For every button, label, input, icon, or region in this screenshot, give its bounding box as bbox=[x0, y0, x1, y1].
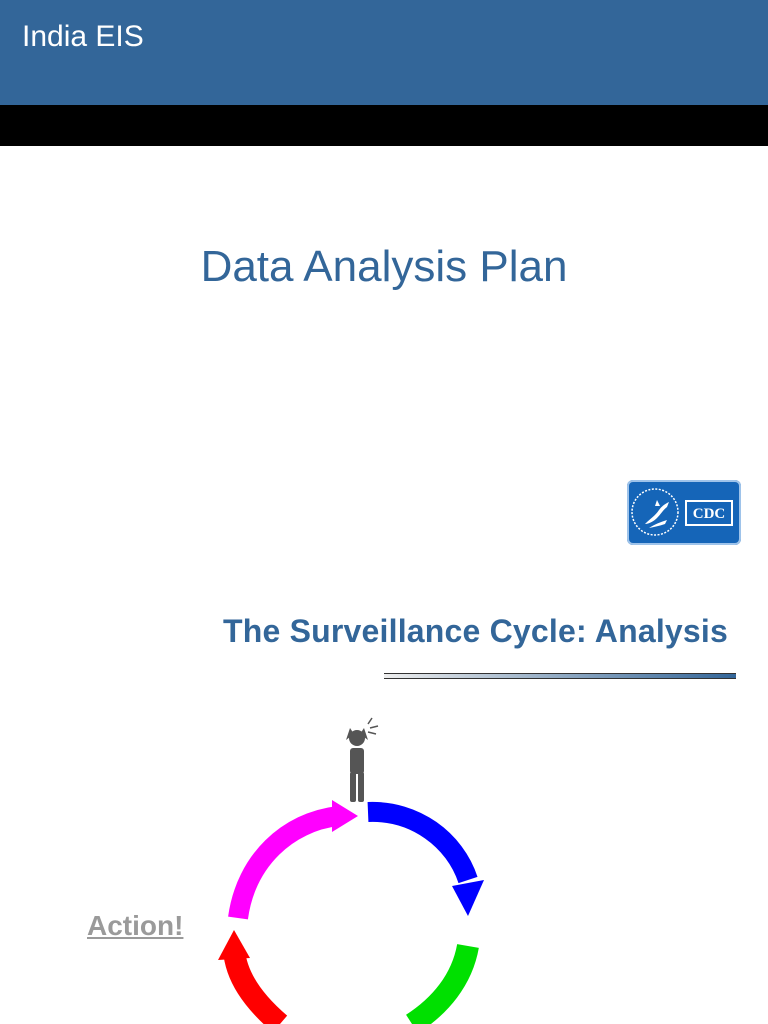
slide-surveillance-cycle: The Surveillance Cycle: Analysis Action! bbox=[0, 560, 768, 1024]
cycle-arrow-green bbox=[405, 943, 479, 1024]
slide-title: Data Analysis Plan bbox=[200, 242, 568, 291]
cdc-logo-icon: CDC bbox=[627, 480, 741, 545]
surveillance-cycle-diagram bbox=[218, 717, 484, 1024]
cycle-arrow-red bbox=[223, 948, 288, 1024]
header-title: India EIS bbox=[22, 20, 144, 53]
cycle-arrow-blue bbox=[367, 801, 478, 884]
cdc-logo-text: CDC bbox=[693, 506, 726, 522]
cycle-arrow-magenta bbox=[228, 806, 340, 920]
header-divider-band bbox=[0, 105, 768, 146]
stressed-person-icon bbox=[346, 717, 379, 802]
slide-data-analysis-plan: India EIS Data Analysis Plan CDC bbox=[0, 0, 768, 545]
title-underline-rule bbox=[384, 673, 736, 679]
cycle-arrow-red-head bbox=[218, 930, 250, 960]
action-label: Action! bbox=[87, 910, 184, 941]
cycle-arrow-blue-head bbox=[452, 880, 484, 916]
cycle-arrow-magenta-head bbox=[332, 800, 358, 832]
header-bar: India EIS bbox=[0, 0, 768, 105]
slide2-title: The Surveillance Cycle: Analysis bbox=[223, 613, 728, 649]
